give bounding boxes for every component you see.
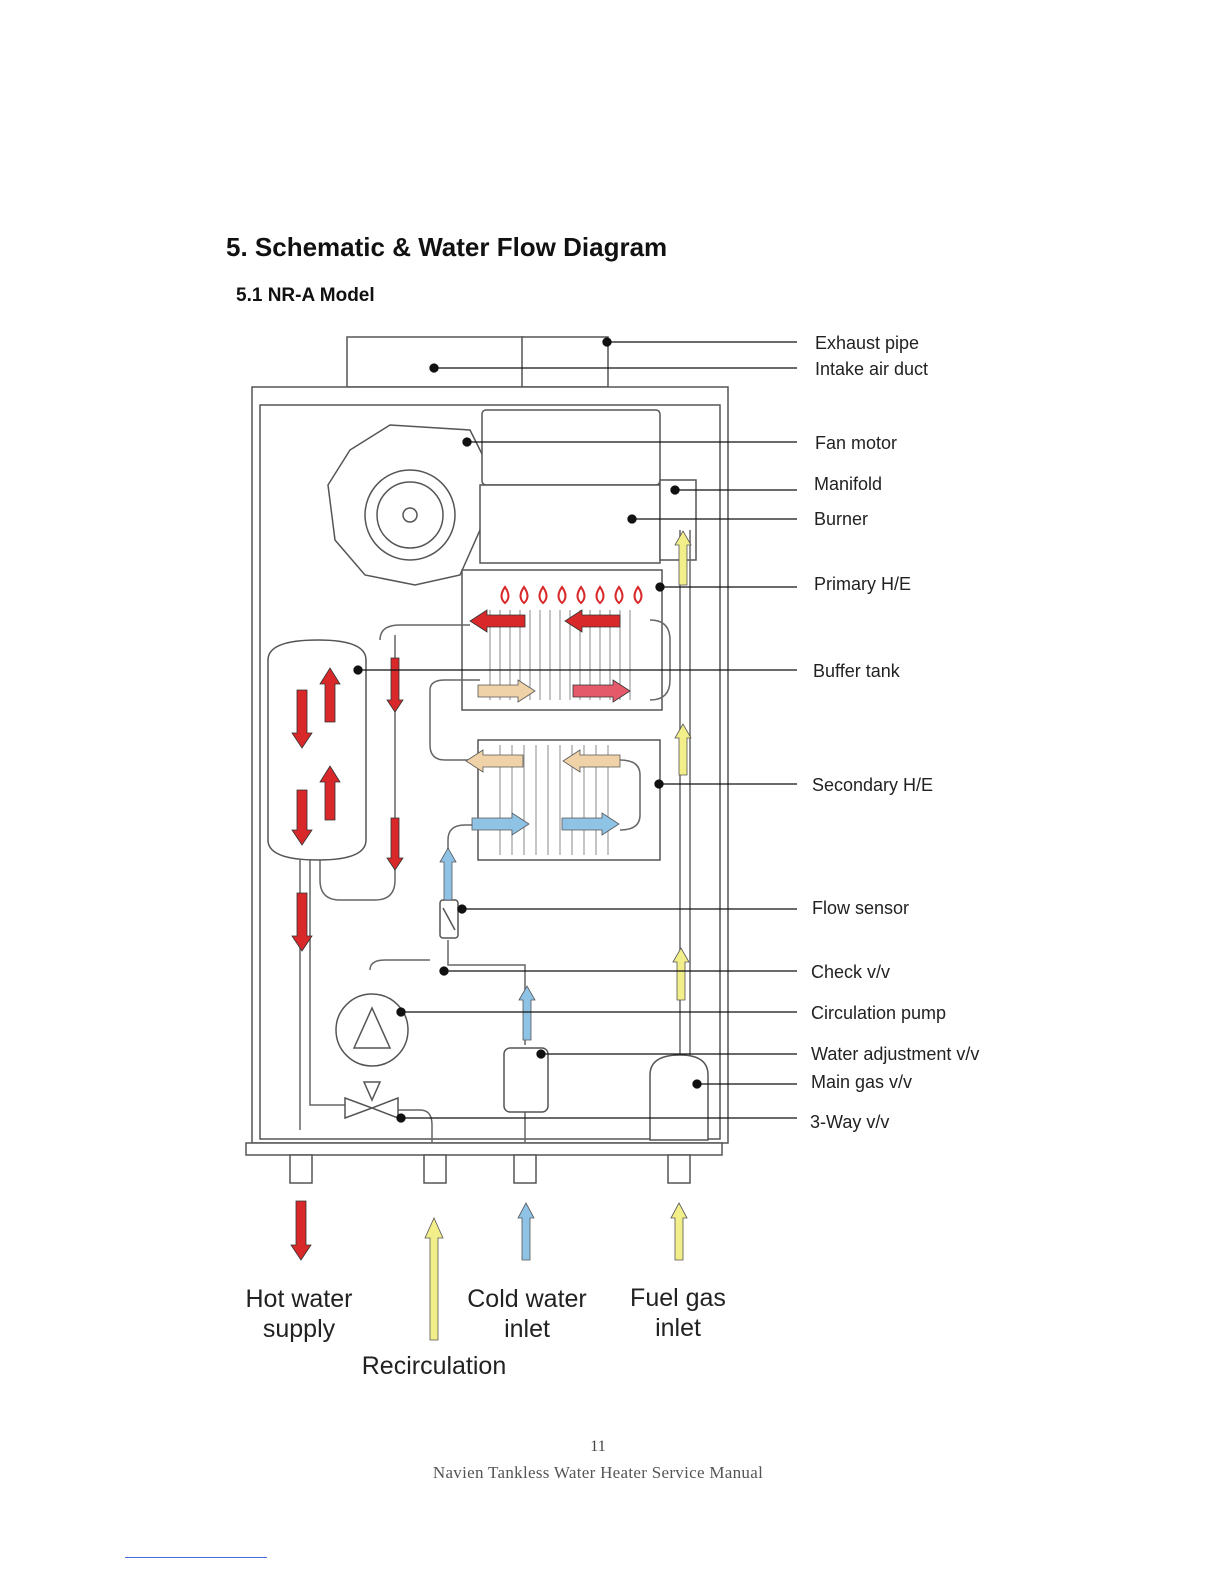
page-number: 11 [590, 1438, 606, 1455]
label-circulation-pump: Circulation pump [811, 1003, 946, 1023]
label-buffer-tank: Buffer tank [813, 661, 901, 681]
hot-arrow [469, 609, 526, 633]
cold-arrow [518, 985, 536, 1041]
hot-arrow [572, 679, 631, 703]
three-way-valve [344, 1081, 399, 1120]
main-gas-valve [649, 1054, 709, 1141]
label-recirculation: Recirculation [362, 1352, 507, 1380]
label-intake-air-duct: Intake air duct [815, 359, 928, 379]
hot-arrow [291, 689, 313, 749]
label-primary-he: Primary H/E [814, 574, 911, 594]
leader-lines [353, 337, 797, 1123]
label-manifold: Manifold [814, 474, 882, 494]
label-three-way-valve: 3-Way v/v [810, 1112, 889, 1132]
water-adjustment-valve [503, 1047, 549, 1113]
exhaust-and-intake-ducts [346, 336, 609, 388]
hot-arrow [564, 609, 621, 633]
gas-arrow [672, 947, 690, 1001]
footer-rule [125, 1557, 267, 1558]
label-secondary-he: Secondary H/E [812, 775, 933, 795]
label-fuel-gas-line2: inlet [655, 1314, 701, 1342]
hot-arrow [386, 817, 404, 871]
recirculation-arrow [424, 1217, 444, 1341]
label-flow-sensor: Flow sensor [812, 898, 909, 918]
bottom-fittings [289, 1154, 691, 1184]
burner-flames [500, 585, 643, 605]
cold-arrow [517, 1202, 535, 1261]
label-water-adjustment-valve: Water adjustment v/v [811, 1044, 979, 1064]
label-check-valve: Check v/v [811, 962, 890, 982]
warm-water-flow-arrows [465, 679, 621, 773]
gas-arrow [674, 530, 692, 586]
warm-arrow [562, 749, 621, 773]
hot-arrow [291, 892, 313, 952]
hot-arrow [319, 765, 341, 821]
cold-arrow [439, 847, 457, 901]
cold-arrow [471, 812, 530, 836]
cold-arrow [561, 812, 620, 836]
flow-sensor [439, 899, 459, 939]
warm-arrow [477, 679, 536, 703]
gas-arrow [674, 723, 692, 776]
label-burner: Burner [814, 509, 868, 529]
warm-arrow [465, 749, 524, 773]
label-fuel-gas-line1: Fuel gas [630, 1284, 726, 1312]
label-exhaust-pipe: Exhaust pipe [815, 333, 919, 353]
label-hot-water-line2: supply [263, 1315, 336, 1343]
buffer-tank [267, 639, 367, 861]
manual-footer: Navien Tankless Water Heater Service Man… [432, 1463, 764, 1482]
label-main-gas-valve: Main gas v/v [811, 1072, 912, 1092]
gas-flow-arrows [424, 530, 692, 1341]
subsection-title: 5.1 NR-A Model [236, 285, 375, 306]
label-fan-motor: Fan motor [815, 433, 897, 453]
cold-water-flow-arrows [439, 812, 620, 1261]
section-title: 5. Schematic & Water Flow Diagram [226, 232, 668, 262]
circulation-pump [335, 993, 409, 1067]
fan-motor [327, 424, 491, 586]
label-cold-water-line2: inlet [504, 1315, 550, 1343]
hot-arrow [386, 657, 404, 713]
label-hot-water-line1: Hot water [246, 1285, 353, 1313]
hot-arrow [291, 789, 313, 846]
hot-arrow [290, 1200, 312, 1261]
label-cold-water-line1: Cold water [467, 1285, 587, 1313]
hot-water-flow-arrows [290, 609, 631, 1261]
connection-labels: Hot water supply Recirculation Cold wate… [246, 1284, 726, 1380]
component-labels: Exhaust pipe Intake air duct Fan motor M… [810, 333, 979, 1132]
hot-arrow [319, 667, 341, 723]
gas-arrow [670, 1202, 688, 1261]
